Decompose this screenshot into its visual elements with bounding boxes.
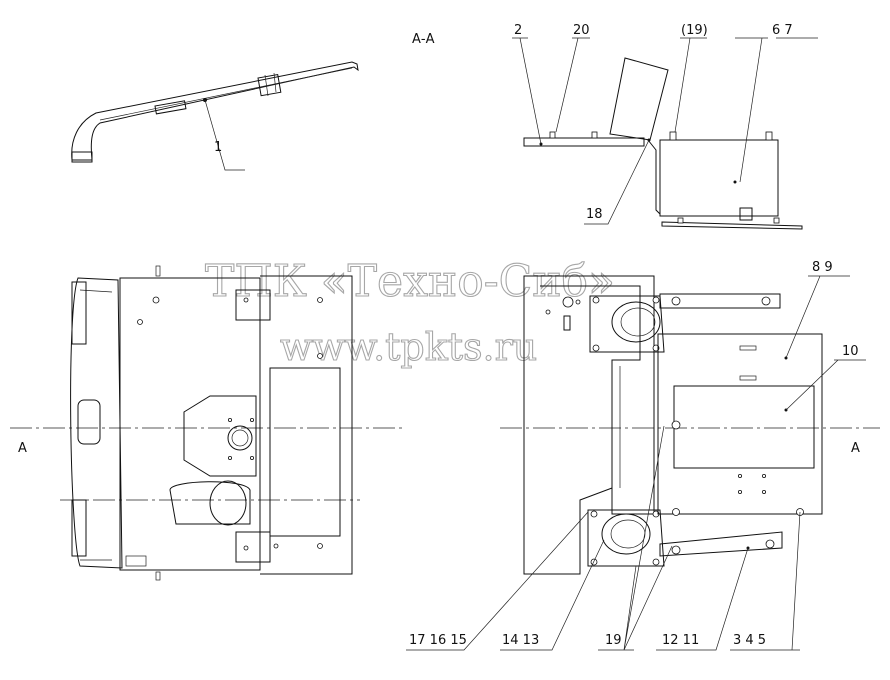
callout-3-4-5: 3 4 5 [733,633,766,648]
watermark-url: www.tpkts.ru [280,325,537,369]
section-marker-right: А [851,441,860,456]
callout-14-13: 14 13 [502,633,539,648]
callout-20: 20 [573,23,590,38]
callout-19-ref: (19) [681,23,708,38]
plan-view [523,275,823,575]
lever-part [71,61,359,171]
callout-8-9: 8 9 [812,260,833,275]
side-view [70,265,353,581]
callout-12-11: 12 11 [662,633,699,648]
callout-6-7: 6 7 [772,23,793,38]
callout-17-16-15: 17 16 15 [409,633,467,648]
section-marker-left: А [18,441,27,456]
callout-2: 2 [514,23,522,38]
callout-1: 1 [214,140,222,155]
callout-10: 10 [842,344,859,359]
callout-19: 19 [605,633,622,648]
section-view [523,57,803,230]
section-title: А-А [412,32,435,47]
callout-18: 18 [586,207,603,222]
watermark-company: ТПК «Техно-Сиб» [205,256,615,307]
